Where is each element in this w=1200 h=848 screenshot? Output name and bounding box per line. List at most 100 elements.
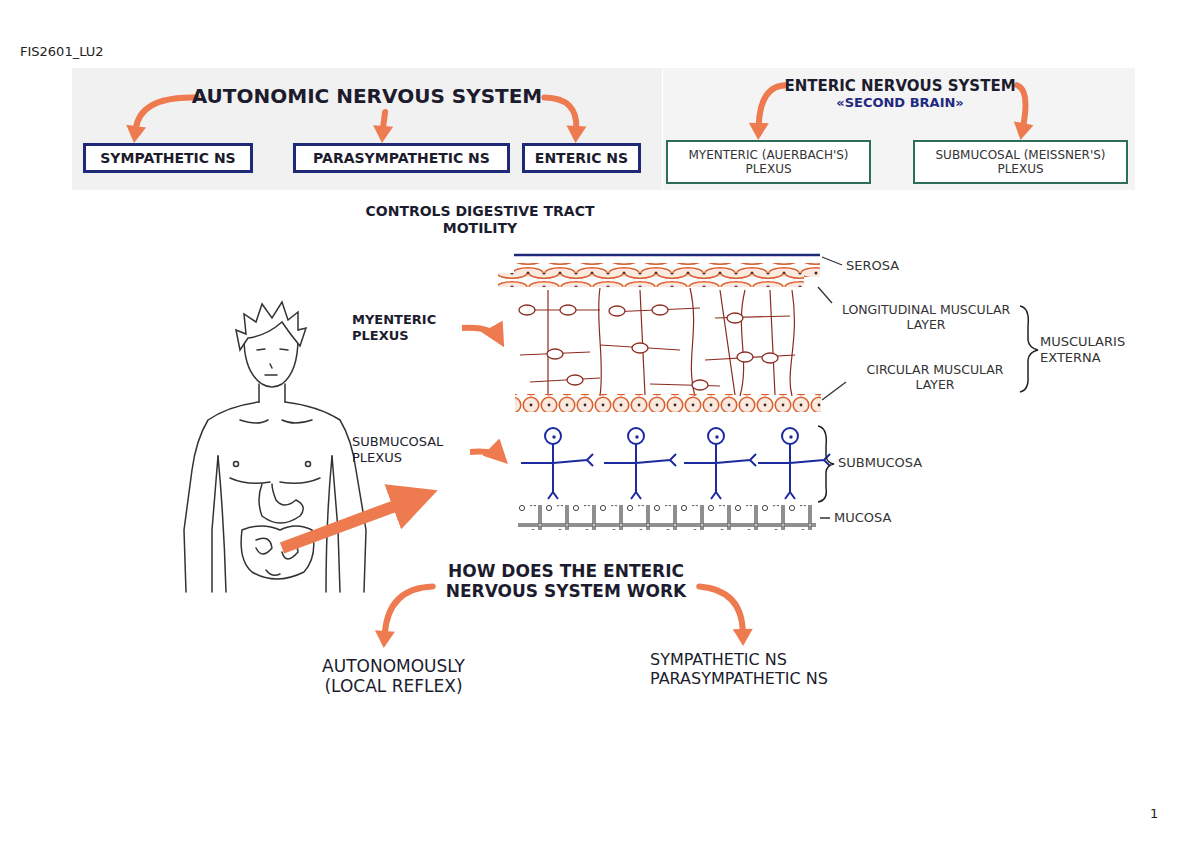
hair <box>236 302 306 350</box>
circular-muscle <box>515 394 821 412</box>
document-id: FIS2601_LU2 <box>20 44 180 60</box>
longitudinal-muscle <box>498 273 804 287</box>
arrow-head <box>566 125 586 143</box>
neuron-body <box>519 305 535 315</box>
face-outline <box>244 338 298 387</box>
connector-line <box>544 98 576 129</box>
submucosal-neuron <box>521 428 593 499</box>
arrow-head <box>749 123 769 140</box>
layer-label: MUCOSA <box>834 510 924 526</box>
serosa-line <box>514 254 820 256</box>
bracket <box>1020 306 1038 392</box>
heading-text: HOW DOES THE ENTERIC NERVOUS SYSTEM WORK <box>430 554 702 608</box>
connector-arrow <box>126 98 197 143</box>
connector-line <box>136 98 197 130</box>
nerve-fibre <box>520 308 795 386</box>
note-text: CONTROLS DIGESTIVE TRACT MOTILITY <box>335 203 625 237</box>
neuron-body <box>609 306 625 316</box>
bracket <box>818 426 834 502</box>
node-text: HOW DOES THE ENTERIC NERVOUS SYSTEM WORK <box>430 561 702 602</box>
myenteric-network <box>520 288 795 396</box>
connector-arrow <box>749 85 786 140</box>
connector-arrow <box>699 586 752 646</box>
connector-line <box>383 112 385 129</box>
connector-arrow <box>544 98 586 143</box>
panel-background <box>72 68 662 190</box>
panel-background <box>663 68 1135 190</box>
connector-line <box>759 85 786 126</box>
node-text: «SECOND BRAIN» <box>836 95 964 111</box>
heading-text: AUTONOMIC NERVOUS SYSTEM <box>186 80 548 112</box>
connector-arrow <box>373 112 393 143</box>
arrow-head <box>375 630 395 648</box>
node-text: PARASYMPATHETIC NS <box>313 150 490 167</box>
layer-label: MUSCULARIS EXTERNA <box>1040 334 1152 365</box>
page-number: 1 <box>1150 806 1180 822</box>
mucosa-cells <box>518 505 816 530</box>
process-box: PARASYMPATHETIC NS <box>293 143 510 173</box>
part-label: MYENTERIC PLEXUS <box>352 312 472 343</box>
node-text: SYMPATHETIC NS <box>650 650 787 669</box>
node-text: ENTERIC NERVOUS SYSTEM <box>784 77 1015 95</box>
stomach <box>259 484 303 523</box>
arrow-head <box>126 125 146 143</box>
node-text: SUBMUCOSAL (MEISSNER'S) PLEXUS <box>915 148 1126 177</box>
connector-line <box>385 586 433 634</box>
node-text: SYMPATHETIC NS <box>100 150 235 167</box>
process-box: SUBMUCOSAL (MEISSNER'S) PLEXUS <box>913 140 1128 184</box>
layer-label: LONGITUDINAL MUSCULAR LAYER <box>826 302 1026 332</box>
neuron-body <box>567 375 583 385</box>
torso <box>218 456 332 592</box>
neuron-body <box>692 380 708 390</box>
result-text: SYMPATHETIC NSPARASYMPATHETIC NS <box>650 646 895 692</box>
myenteric-neurons <box>519 305 778 390</box>
neck <box>259 384 285 402</box>
result-text: AUTONOMOUSLY (LOCAL REFLEX) <box>296 648 491 704</box>
layer-label: SEROSA <box>846 258 936 274</box>
leader-line <box>820 517 830 519</box>
layer-label: SUBMUCOSA <box>838 455 948 471</box>
node-text: PARASYMPATHETIC NS <box>650 669 828 688</box>
submucosal-neuron <box>684 428 756 499</box>
human-figure <box>184 302 366 592</box>
heading-text: ENTERIC NERVOUS SYSTEM«SECOND BRAIN» <box>770 72 1030 116</box>
neuron-body <box>560 305 576 315</box>
connector-line <box>1017 85 1025 126</box>
process-box: MYENTERIC (AUERBACH'S) PLEXUS <box>666 140 871 184</box>
nipple <box>234 462 239 467</box>
pointer-arrow <box>462 328 500 340</box>
face-detail <box>257 349 288 375</box>
part-label: SUBMUCOSAL PLEXUS <box>352 434 472 465</box>
arrow-head <box>1014 121 1034 140</box>
leader-line <box>818 287 832 303</box>
node-text: ENTERIC NS <box>535 150 628 167</box>
leader-line <box>822 257 842 265</box>
pointer-arrow <box>470 452 502 458</box>
neuron-body <box>737 352 753 362</box>
process-box: SYMPATHETIC NS <box>83 143 253 173</box>
left-arm <box>212 456 218 592</box>
neuron-body <box>762 353 778 363</box>
node-text: MYENTERIC (AUERBACH'S) PLEXUS <box>668 148 869 177</box>
neuron-body <box>652 305 668 315</box>
neuron-body <box>727 313 743 323</box>
leader-line <box>822 382 846 400</box>
node-text: AUTONOMOUSLY (LOCAL REFLEX) <box>296 656 491 697</box>
process-box: ENTERIC NS <box>522 143 641 173</box>
connector-arrow <box>1014 85 1034 140</box>
arrow-head <box>733 629 753 646</box>
chest-lines <box>230 420 320 483</box>
connector-arrow <box>375 586 433 648</box>
neuron-body <box>632 343 648 353</box>
pointer-arrow <box>282 496 422 548</box>
submucosal-neuron <box>758 428 830 499</box>
nerve-fibre <box>548 288 794 396</box>
nipple <box>306 462 311 467</box>
connector-line <box>699 586 743 632</box>
node-text: AUTONOMIC NERVOUS SYSTEM <box>192 84 543 108</box>
submucosal-neuron <box>604 428 676 499</box>
arrow-head <box>373 125 393 143</box>
